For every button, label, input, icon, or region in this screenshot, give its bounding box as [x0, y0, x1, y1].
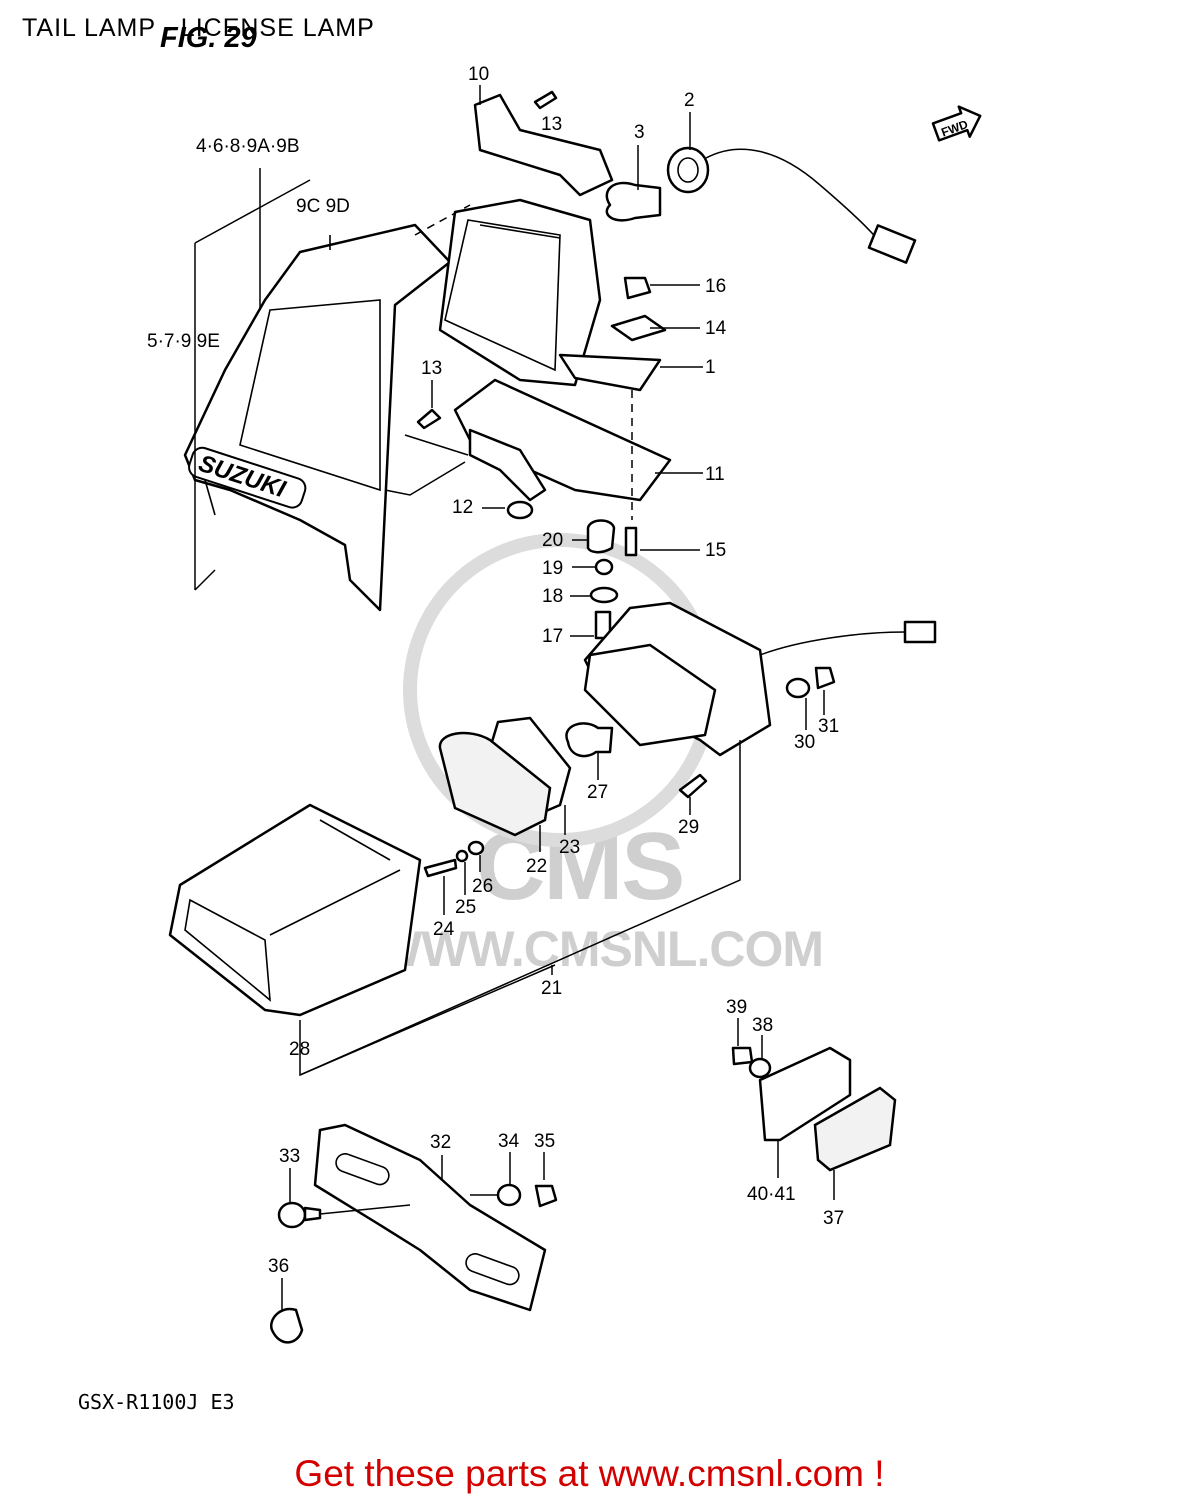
bulb-3: [605, 181, 662, 222]
callout-32: 32: [430, 1132, 451, 1153]
collar-19: [594, 558, 614, 576]
lens-22: [438, 731, 552, 837]
callout-4-6-8-9a-9b: 4·6·8·9A·9B: [196, 136, 300, 157]
callout-17: 17: [542, 626, 563, 647]
bracket-10: [473, 93, 614, 197]
license-lamp: [758, 1046, 897, 1172]
callout-1: 1: [705, 357, 716, 378]
callout-35: 35: [534, 1131, 555, 1152]
callout-11: 11: [705, 464, 725, 485]
callout-26: 26: [472, 876, 493, 897]
grommet-12: [506, 500, 534, 520]
callout-labels: 1 2 3 4·6·8·9A·9B 9C 9D 5·7·9 9E 10 11 1…: [147, 64, 844, 1277]
screw-13-mid: [416, 408, 442, 430]
callout-13-top: 13: [541, 114, 562, 135]
plate-14: [610, 314, 667, 342]
callout-22: 22: [526, 856, 547, 877]
callout-38: 38: [752, 1015, 773, 1036]
model-code: GSX-R1100J E3: [78, 1390, 235, 1414]
callout-2: 2: [684, 90, 695, 111]
figure-number: FIG. 29: [160, 22, 257, 54]
callout-31: 31: [818, 716, 839, 737]
socket-2: [666, 146, 917, 264]
page-title: TAIL LAMP - LICENSE LAMP: [22, 14, 375, 42]
screw-29: [678, 773, 708, 799]
nut-35: [534, 1184, 558, 1208]
callout-28: 28: [289, 1039, 310, 1060]
leader-lines: [281, 85, 835, 1310]
callout-33: 33: [279, 1146, 300, 1167]
washer-34: [496, 1183, 522, 1207]
callout-10: 10: [468, 64, 489, 85]
cushion-36: [269, 1307, 304, 1344]
washer-38: [748, 1057, 772, 1079]
callout-9c-9d: 9C 9D: [296, 196, 350, 217]
callout-18: 18: [542, 586, 563, 607]
callout-21: 21: [541, 978, 562, 999]
callout-27: 27: [587, 782, 608, 803]
seat-tail-cowl: SUZUKI: [183, 223, 452, 612]
callout-16: 16: [705, 276, 726, 297]
callout-3: 3: [634, 122, 645, 143]
nut-31: [814, 666, 836, 690]
callout-25: 25: [455, 897, 476, 918]
watermark-url: WWW.CMSNL.COM: [375, 921, 824, 977]
callout-34: 34: [498, 1131, 520, 1152]
bulb-27: [565, 722, 614, 758]
washer-25: [455, 849, 469, 863]
callout-12: 12: [452, 497, 473, 518]
screw-13-top: [533, 90, 558, 110]
callout-39: 39: [726, 997, 747, 1018]
nut-39: [731, 1046, 754, 1066]
callout-15: 15: [705, 540, 726, 561]
callout-29: 29: [678, 817, 699, 838]
rear-lamp-housing: [583, 601, 937, 757]
washer-26: [467, 840, 485, 856]
callout-24: 24: [433, 919, 455, 940]
tail-lamp-housing: [438, 198, 662, 392]
promo-link-text[interactable]: Get these parts at www.cmsnl.com !: [294, 1453, 885, 1494]
callout-37: 37: [823, 1208, 844, 1229]
callout-30: 30: [794, 732, 815, 753]
callout-5-7-9-9e: 5·7·9 9E: [147, 331, 220, 352]
callout-20: 20: [542, 530, 563, 551]
nut-16: [623, 276, 652, 300]
bolt-33: [277, 1201, 322, 1229]
callout-13-mid: 13: [421, 358, 442, 379]
callout-19: 19: [542, 558, 563, 579]
grommet-20: [586, 519, 616, 554]
fwd-arrow-icon: FWD: [931, 105, 982, 142]
screw-24: [423, 858, 458, 878]
license-bracket-32: [313, 1123, 547, 1312]
washer-30: [785, 677, 811, 699]
callout-14: 14: [705, 318, 727, 339]
callout-40-41: 40·41: [747, 1184, 796, 1205]
callout-36: 36: [268, 1256, 289, 1277]
tail-cover-21: [168, 803, 422, 1017]
bolt-15: [624, 526, 638, 557]
washer-18: [589, 586, 619, 604]
callout-23: 23: [559, 837, 580, 858]
